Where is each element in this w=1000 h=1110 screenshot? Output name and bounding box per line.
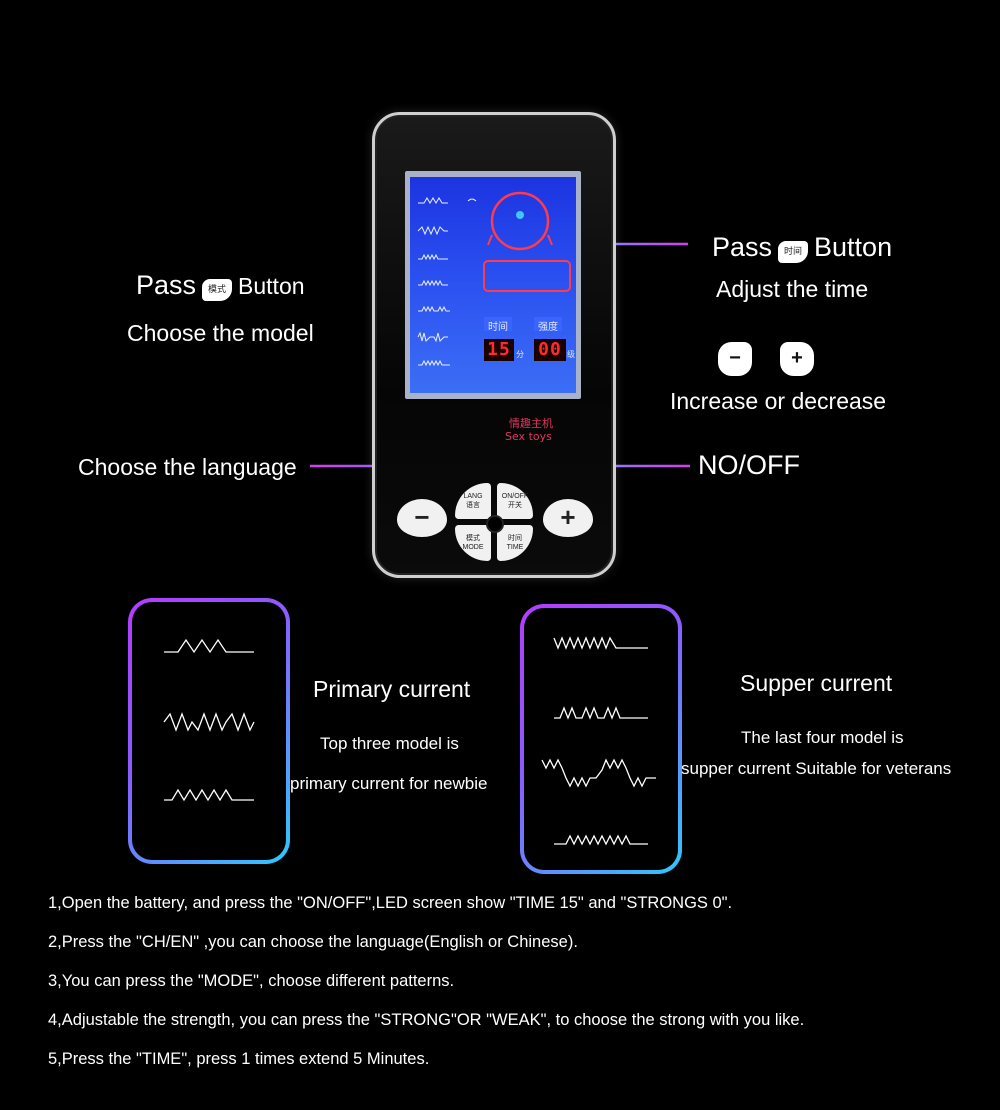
brand-en: Sex toys: [505, 430, 552, 443]
supper-waves: [541, 636, 656, 846]
lcd-strength-unit: 级: [567, 350, 575, 359]
primary-line-2: primary current for newbie: [290, 774, 488, 793]
brand-cn: 情趣主机: [509, 417, 553, 430]
lcd-wave-6: [417, 331, 448, 343]
lcd-strength-value: 00: [534, 339, 566, 361]
time-button[interactable]: 时间 TIME: [497, 525, 533, 561]
time-chip: 时间: [778, 240, 809, 263]
instruction-2: 2,Press the "CH/EN" ,you can choose the …: [48, 933, 578, 951]
lcd-strength-label: 强度: [538, 322, 558, 333]
lcd-small-arrow: [467, 198, 477, 202]
mode-button-cn: 模式: [466, 535, 480, 542]
time-button-en: TIME: [506, 544, 524, 551]
mode-callout-desc: Choose the model: [127, 320, 314, 346]
supper-line-2: supper current Suitable for veterans: [681, 759, 952, 778]
mode-button-en: MODE: [462, 544, 484, 551]
lcd-dial: [490, 191, 550, 251]
lcd-wave-2: [417, 225, 448, 236]
primary-waves: [163, 638, 255, 802]
mode-pass-text: Pass: [136, 270, 197, 300]
lcd-graphics: [417, 191, 571, 367]
power-callout: NO/OFF: [698, 450, 800, 480]
lcd-time-label: 时间: [488, 322, 508, 333]
pad-center: [486, 515, 504, 533]
mode-button-text: Button: [238, 273, 305, 299]
onoff-button[interactable]: ON/OFF 开关: [497, 483, 533, 519]
language-callout: Choose the language: [78, 454, 297, 480]
onoff-button-en: ON/OFF: [501, 493, 529, 500]
instruction-5: 5,Press the "TIME", press 1 times extend…: [48, 1050, 430, 1068]
lang-button[interactable]: LANG 语言: [455, 483, 491, 519]
lcd-wave-5: [418, 305, 450, 313]
primary-wave-1: [164, 638, 254, 654]
lcd-red-box: [483, 260, 571, 292]
instruction-1: 1,Open the battery, and press the "ON/OF…: [48, 894, 733, 912]
supper-panel: [520, 604, 682, 874]
onoff-button-cn: 开关: [508, 502, 522, 509]
lcd-time-unit: 分: [516, 350, 524, 359]
lcd-wave-1: [418, 197, 448, 204]
lcd-dial-dot: [516, 211, 524, 219]
adjust-minus-icon: −: [718, 342, 752, 376]
lang-button-cn: 语言: [466, 502, 480, 509]
supper-line-1: The last four model is: [741, 728, 904, 747]
mode-button[interactable]: 模式 MODE: [455, 525, 491, 561]
lcd-wave-7: [418, 359, 450, 367]
instruction-3: 3,You can press the "MODE", choose diffe…: [48, 972, 455, 990]
adjust-plus-icon: +: [780, 342, 814, 376]
primary-line-1: Top three model is: [320, 734, 459, 753]
time-button-text: Button: [814, 232, 893, 262]
lang-button-en: LANG: [463, 493, 483, 500]
primary-title: Primary current: [313, 676, 471, 702]
minus-button[interactable]: −: [397, 499, 447, 537]
supper-wave-4: [554, 834, 648, 846]
primary-panel: [128, 598, 290, 864]
lcd-time-value: 15: [484, 339, 514, 361]
supper-title: Supper current: [740, 670, 893, 696]
time-callout-desc: Adjust the time: [716, 276, 869, 302]
primary-wave-2: [163, 712, 255, 732]
instruction-4: 4,Adjustable the strength, you can press…: [48, 1011, 805, 1029]
primary-wave-3: [164, 788, 254, 802]
lcd-wave-3: [418, 253, 448, 261]
supper-wave-1: [553, 636, 648, 650]
supper-wave-2: [554, 706, 648, 720]
mode-chip: 模式: [202, 278, 233, 301]
plus-button[interactable]: +: [543, 499, 593, 537]
time-pass-text: Pass: [712, 232, 773, 262]
supper-wave-3: [541, 758, 656, 788]
lcd-wave-4: [418, 279, 448, 287]
screen-frame: 时间 强度 15 分 00 级: [405, 171, 581, 399]
lcd-screen: 时间 强度 15 分 00 级: [410, 177, 576, 393]
time-button-cn: 时间: [508, 535, 522, 542]
adjust-callout-desc: Increase or decrease: [670, 388, 887, 414]
device-body: 时间 强度 15 分 00 级 情趣主机 Sex toys − + LANG 语…: [372, 112, 616, 578]
